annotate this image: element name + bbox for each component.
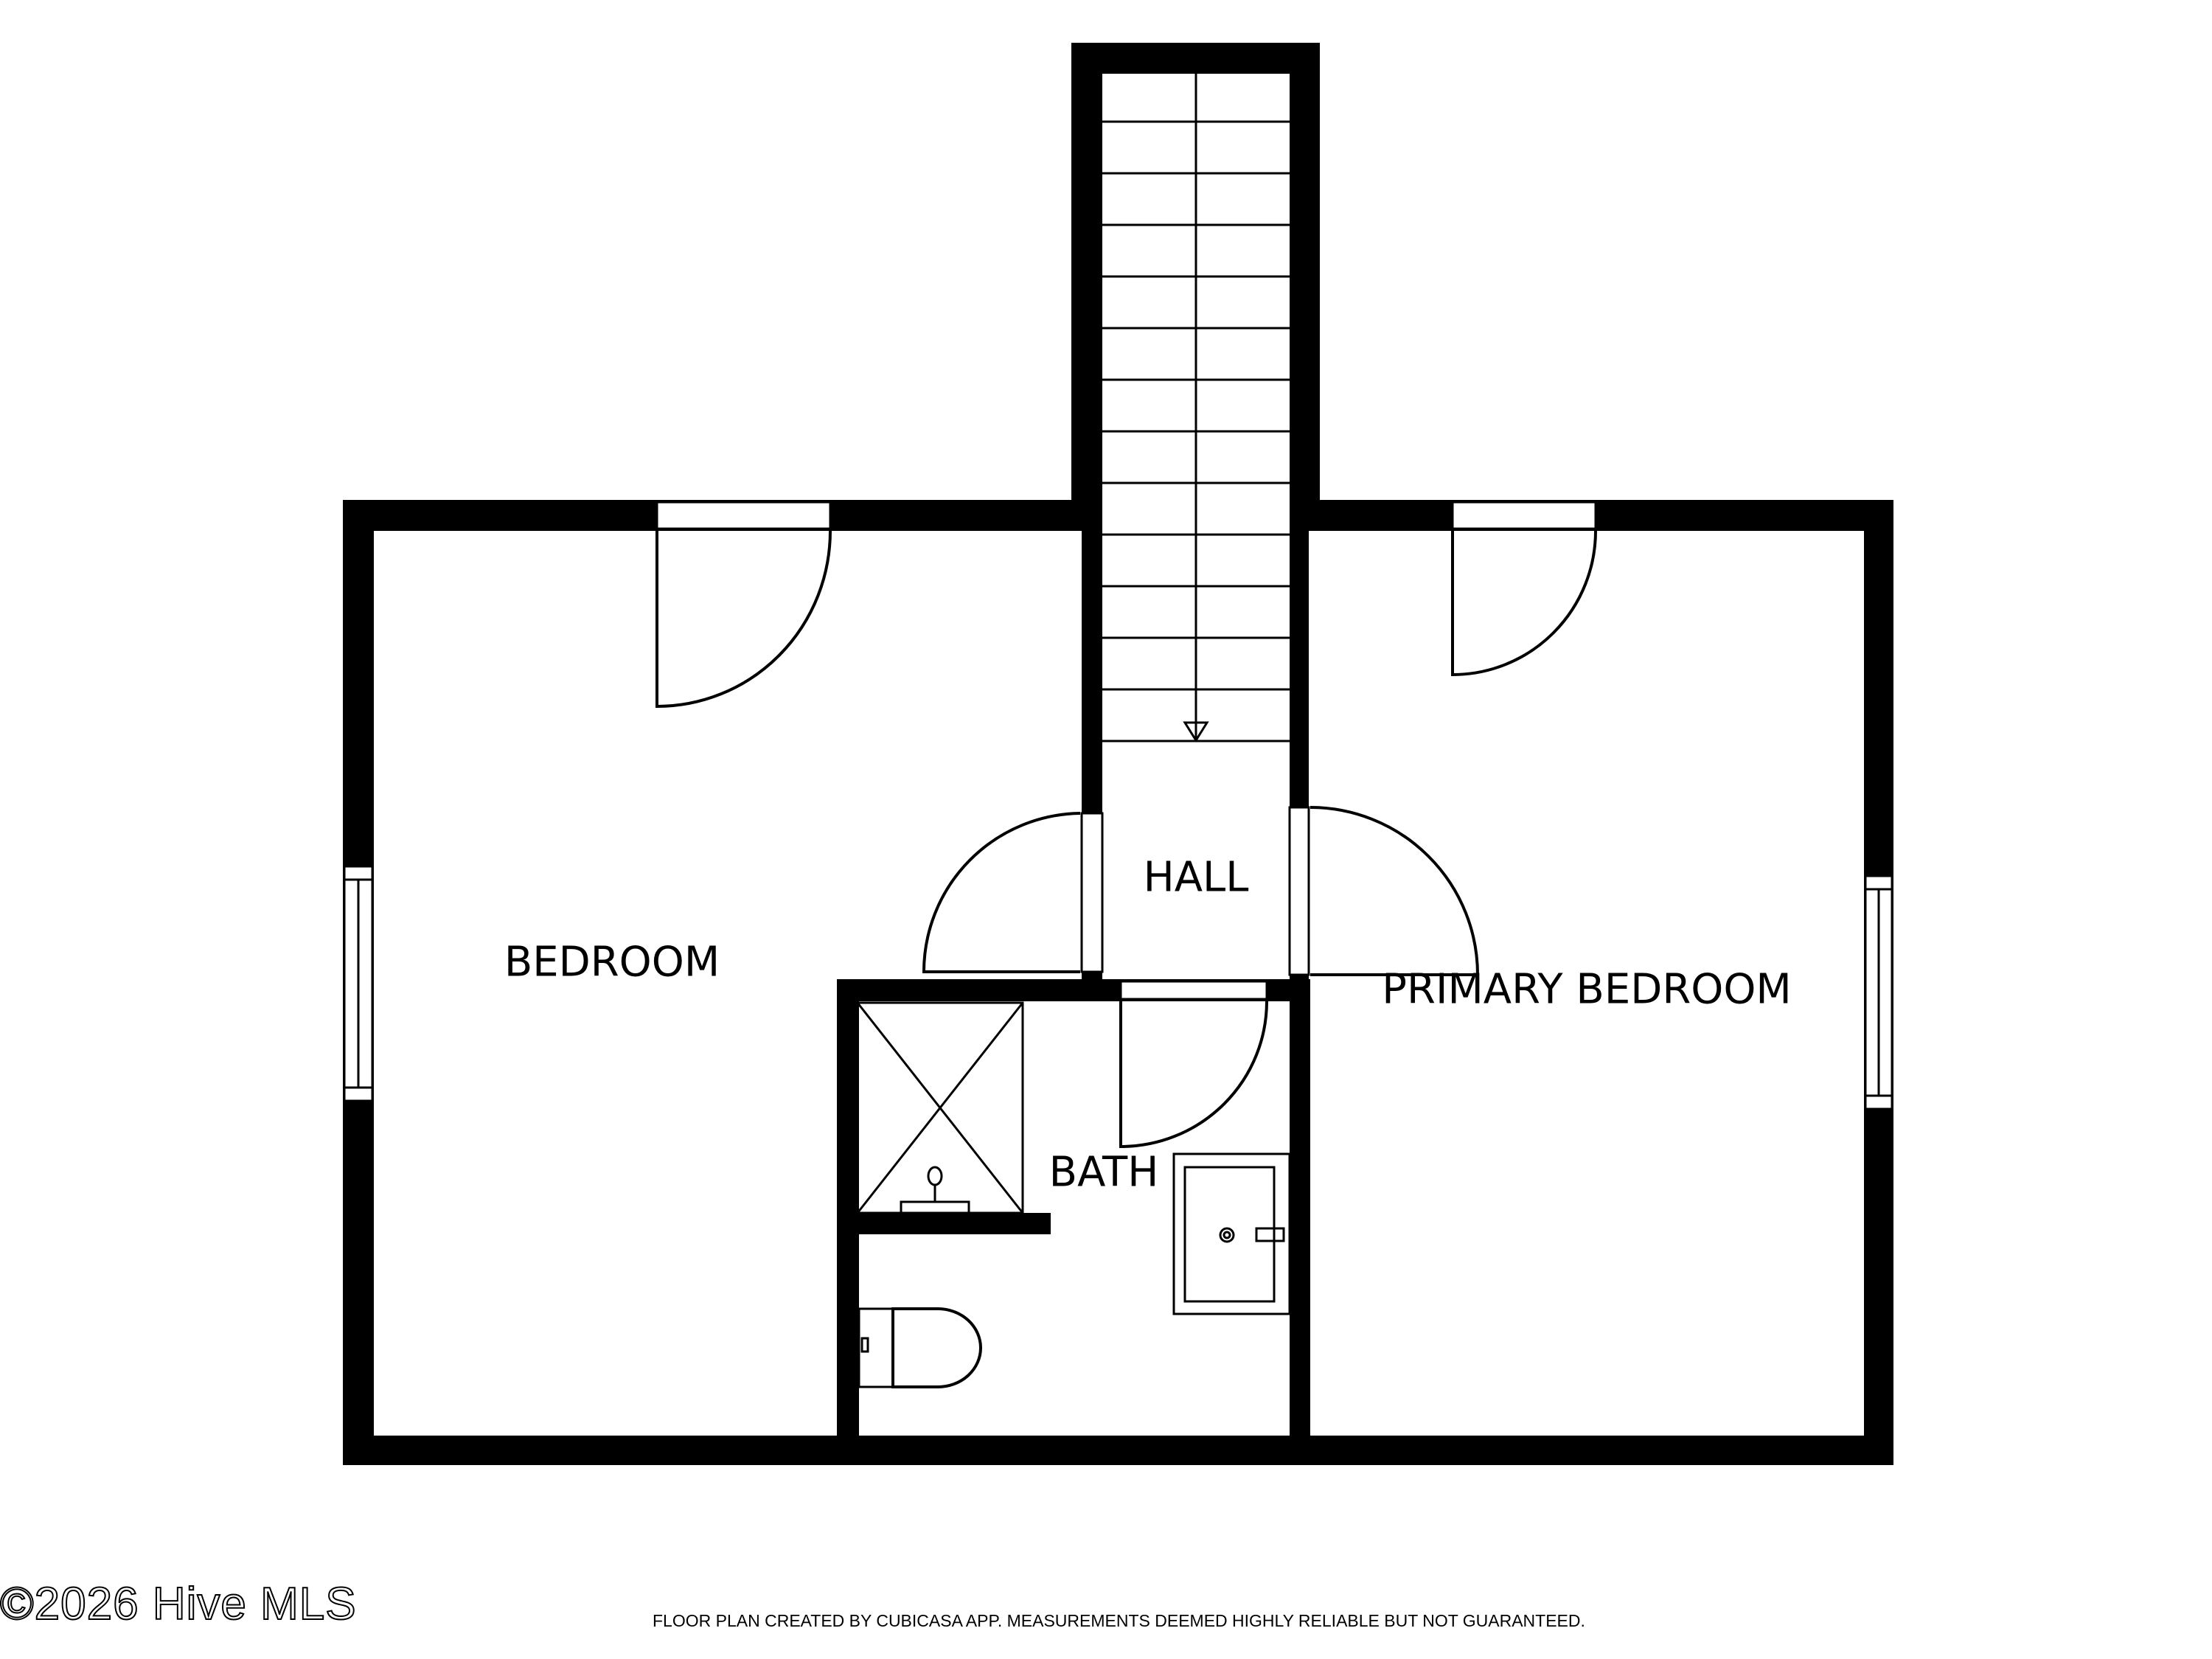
stair-treads [1102,74,1290,742]
sink-icon [1172,1152,1291,1315]
stair-down-arrow-icon [1183,721,1209,742]
room-label-bedroom: BEDROOM [504,938,720,987]
watermark-text: ©2026 Hive MLS [0,1578,357,1630]
bedroom-closet-door [655,501,832,709]
bedroom-window [343,865,374,1102]
shower-icon [856,1001,1024,1214]
bedroom-entry-door [922,812,1104,973]
primary-closet-door [1451,501,1597,677]
toilet-icon [858,1307,982,1388]
disclaimer-text: FLOOR PLAN CREATED BY CUBICASA APP. MEAS… [653,1611,1585,1630]
primary-entry-door [1288,806,1480,976]
primary-window [1864,874,1893,1110]
room-label-primary-bedroom: PRIMARY BEDROOM [1382,965,1792,1014]
room-label-hall: HALL [1143,853,1249,902]
room-label-bath: BATH [1048,1148,1159,1197]
bath-door [1119,980,1268,1149]
stair-walls [1071,43,1320,531]
